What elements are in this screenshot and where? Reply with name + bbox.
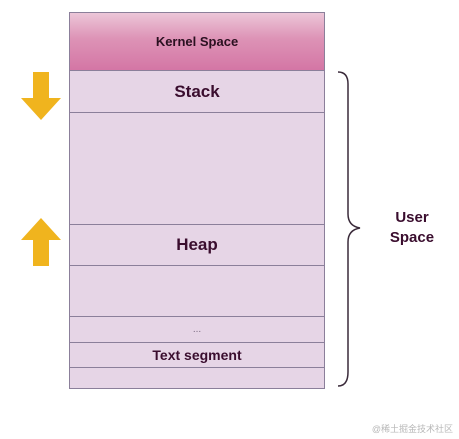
user-space-line1: User [395,209,429,226]
memory-column: Kernel Space Stack Heap ... Text segment [69,12,325,389]
data-region [69,265,325,317]
user-space-line2: Space [389,229,435,246]
ellipsis-region: ... [69,316,325,343]
bottom-region [69,367,325,389]
text-segment-label: Text segment [152,347,242,363]
heap-region: Heap [69,224,325,266]
user-space-label: User Space [381,208,443,248]
kernel-space-label: Kernel Space [155,34,239,49]
heap-growth-arrow-up-icon [21,218,61,266]
heap-label: Heap [176,235,218,254]
stack-label: Stack [174,81,220,101]
ellipsis-label: ... [192,324,202,335]
text-segment-region: Text segment [69,342,325,368]
stack-growth-arrow-down-icon [21,72,61,120]
stack-region: Stack [69,70,325,113]
user-space-brace-icon [337,71,361,387]
free-gap-region [69,112,325,225]
kernel-space-region: Kernel Space [69,12,325,71]
watermark-text: @稀土掘金技术社区 [371,424,453,434]
